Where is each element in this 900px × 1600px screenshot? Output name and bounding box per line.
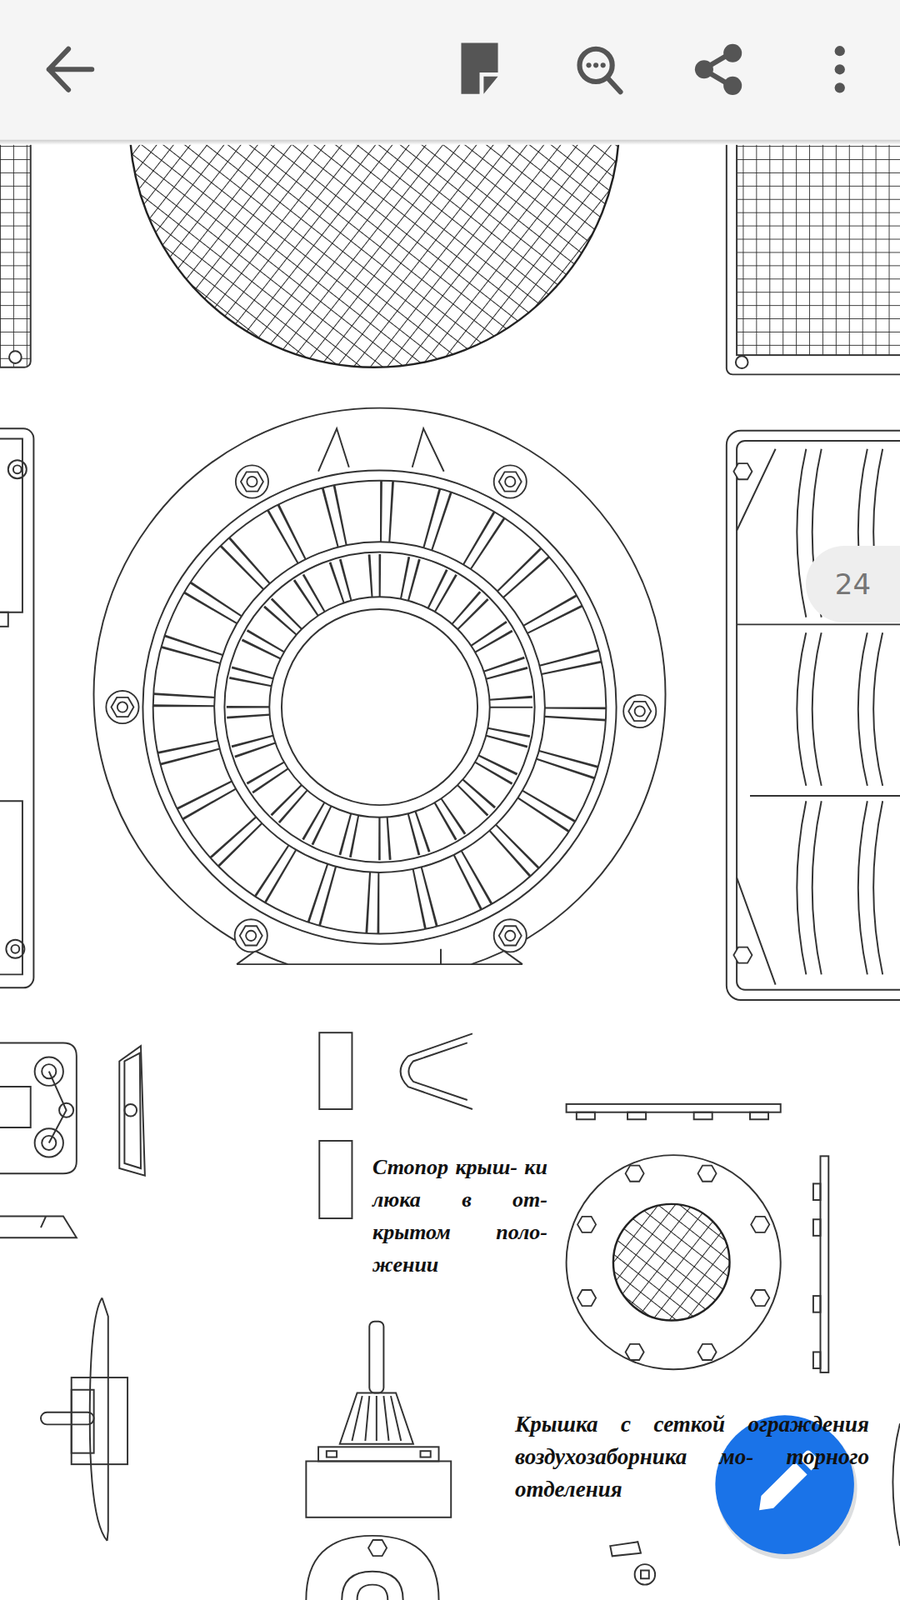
part-caption: Стопор крыш- ки люка в от- крытом поло- … — [372, 1150, 548, 1281]
page-number-badge: 24 — [805, 545, 900, 623]
page-number: 24 — [835, 567, 871, 601]
part-caption: Крышка с сеткой ограждения воздухозаборн… — [515, 1408, 870, 1506]
